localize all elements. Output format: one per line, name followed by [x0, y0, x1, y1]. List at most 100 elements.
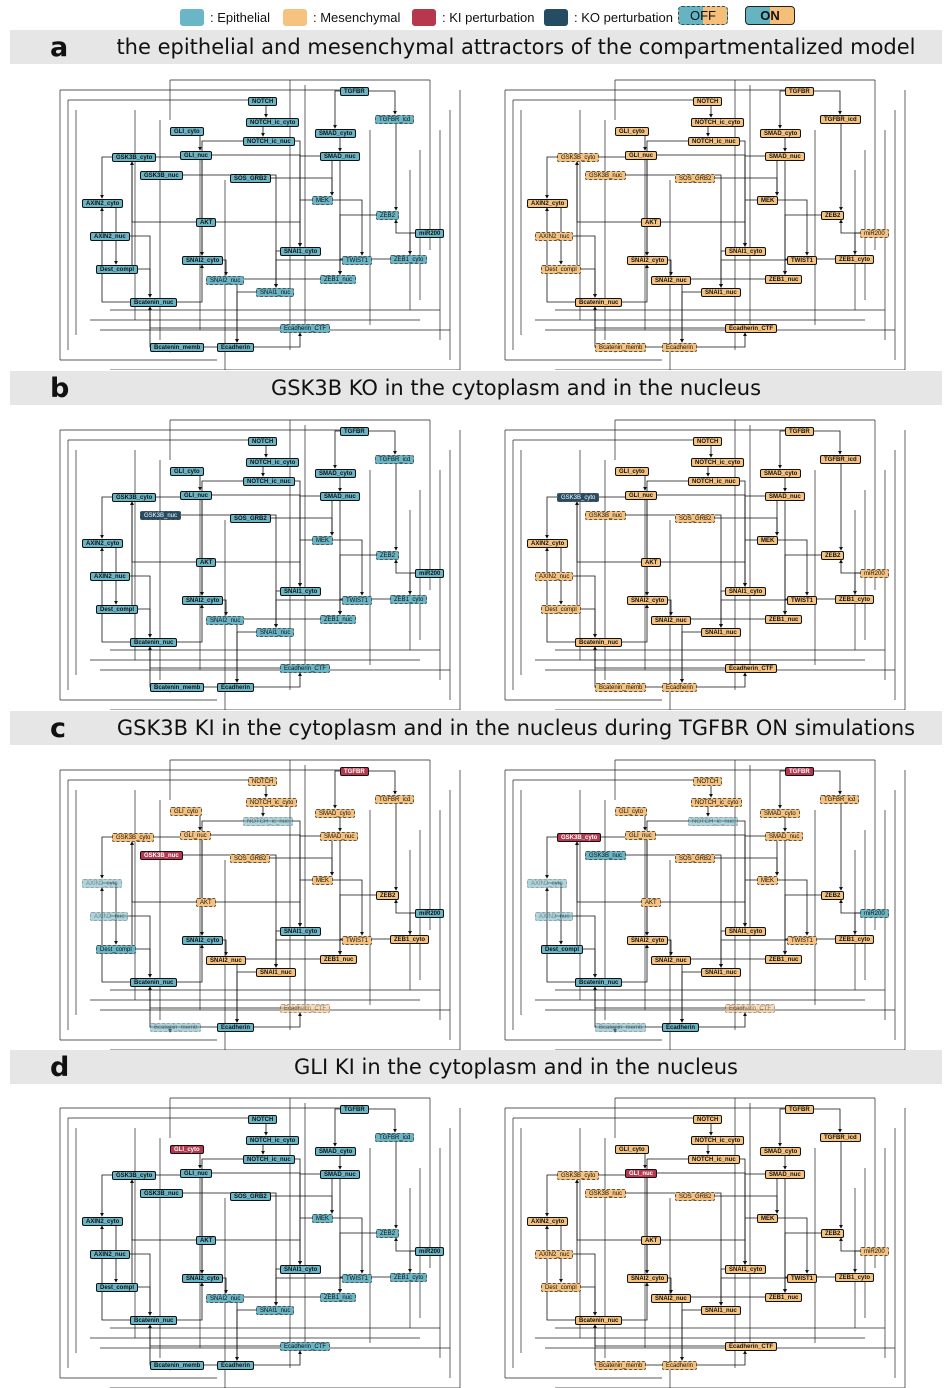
edge-TGFBR_icd-ZEB2 — [394, 118, 398, 211]
node-axin2-cyto: AXIN2_cyto — [82, 1217, 124, 1226]
node-twist1: TWIST1 — [342, 256, 372, 265]
legend-epithelial: : Epithelial — [180, 7, 270, 27]
node-snai1-cyto: SNAI1_cyto — [725, 1265, 767, 1274]
edge-Ecadherin-Ecadherin_CTF — [237, 672, 302, 688]
node-snai1-cyto: SNAI1_cyto — [280, 587, 322, 596]
section-title: GSK3B KI in the cytoplasm and in the nuc… — [116, 716, 916, 740]
edge-AKT-SNAI1_cyto — [216, 221, 302, 247]
node-tgfbr-icd: TGFBR_icd — [820, 1133, 861, 1142]
edge-GLI_nuc-SNAI1_cyto — [645, 1172, 747, 1265]
edge-NOTCH_ic_nuc-SNAI1_cyto — [708, 820, 747, 927]
node-zeb1-nuc: ZEB1_nuc — [320, 955, 358, 964]
edge-GSK3B_nuc-SNAI1_nuc — [160, 174, 278, 288]
node-ecadherin: Ecadherin — [217, 343, 255, 352]
node-akt: AKT — [641, 218, 662, 227]
edge-TWIST1-SNAI1_nuc — [719, 939, 807, 968]
edge-Dest_compl-GSK3B_cyto — [561, 161, 579, 270]
node-axin2-nuc: AXIN2_nuc — [90, 572, 130, 581]
edge-SOS_GRB2-MEK — [250, 857, 334, 876]
edge-Bcatenin_nuc-SNAI2_cyto — [595, 1282, 649, 1321]
legend-ko: : KO perturbation — [544, 7, 673, 27]
node-axin2-nuc: AXIN2_nuc — [535, 912, 574, 921]
node-ecadherin: Ecadherin — [662, 683, 698, 692]
node-gli-nuc: GLI_nuc — [625, 1169, 658, 1178]
edge-GSK3B_cyto-AXIN2_cyto — [100, 1174, 132, 1217]
node-gli-nuc: GLI_nuc — [180, 491, 213, 500]
node-bcatenin-memb: Bcatenin_memb — [595, 683, 647, 692]
section-letter: a — [50, 32, 69, 63]
node-notch: NOTCH — [248, 97, 278, 106]
section-header-a: a the epithelial and mesenchymal attract… — [10, 30, 942, 64]
node-gsk3b-nuc: GSK3B_nuc — [585, 1189, 627, 1198]
node-ecadherin-ctf: Ecadherin_CTF — [280, 1342, 331, 1351]
edge-Dest_compl-GSK3B_cyto — [116, 161, 134, 270]
edge-GSK3B_cyto-AXIN2_cyto — [545, 836, 577, 879]
node-gsk3b-nuc: GSK3B_nuc — [140, 1189, 183, 1198]
section-letter: c — [50, 713, 67, 744]
node-akt: AKT — [196, 218, 217, 227]
node-bcatenin-nuc: Bcatenin_nuc — [130, 1316, 178, 1325]
edge-Bcatenin_nuc-SNAI2_cyto — [150, 264, 204, 303]
node-zeb1-nuc: ZEB1_nuc — [320, 1293, 357, 1302]
node-snai1-nuc: SNAI1_nuc — [701, 628, 741, 637]
edge-GLI_nuc-SNAI1_cyto — [200, 494, 302, 587]
edge-MEK-TWIST1 — [332, 1217, 364, 1274]
edge-TGFBR-TGFBR_icd — [805, 770, 842, 795]
node-axin2-cyto: AXIN2_cyto — [527, 199, 569, 208]
edge-GSK3B_cyto-AXIN2_cyto — [545, 156, 577, 199]
node-snai2-cyto: SNAI2_cyto — [627, 936, 669, 945]
node-tgfbr-icd: TGFBR_icd — [375, 455, 415, 464]
node-snai1-nuc: SNAI1_nuc — [701, 288, 741, 297]
edge-GLI_nuc-SNAI1_cyto — [645, 494, 747, 587]
edge-GSK3B_nuc-SNAI1_nuc — [160, 514, 278, 628]
node-smad-nuc: SMAD_nuc — [765, 492, 805, 501]
node-bcatenin-memb: Bcatenin_memb — [595, 1361, 647, 1370]
node-dest-compl: Dest_compl — [541, 605, 581, 614]
node-snai1-nuc: SNAI1_nuc — [256, 1306, 295, 1315]
edge-Ecadherin_CTF-Bcatenin_nuc — [593, 986, 745, 1009]
edge-Ecadherin_CTF-Bcatenin_nuc — [148, 986, 300, 1009]
node-zeb2: ZEB2 — [376, 891, 400, 900]
node-notch: NOTCH — [693, 97, 723, 106]
node-zeb1-cyto: ZEB1_cyto — [390, 1273, 428, 1282]
node-snai1-nuc: SNAI1_nuc — [256, 968, 296, 977]
node-gsk3b-cyto: GSK3B_cyto — [112, 153, 157, 162]
edge-SOS_GRB2-MEK — [695, 857, 779, 876]
node-gli-nuc: GLI_nuc — [180, 1169, 213, 1178]
node-dest-compl: Dest_compl — [96, 945, 136, 954]
node-notch-ic-cyto: NOTCH_ic_cyto — [246, 1136, 300, 1145]
edge-Ecadherin-Ecadherin_CTF — [237, 332, 302, 348]
node-bcatenin-memb: Bcatenin_memb — [150, 1361, 205, 1370]
node-snai1-nuc: SNAI1_nuc — [256, 288, 295, 297]
edge-SOS_GRB2-MEK — [250, 517, 334, 536]
node-snai2-cyto: SNAI2_cyto — [182, 256, 224, 265]
node-bcatenin-nuc: Bcatenin_nuc — [130, 978, 178, 987]
node-twist1: TWIST1 — [787, 256, 817, 265]
edge-TGFBR_icd-ZEB2 — [839, 1136, 843, 1229]
section-title: the epithelial and mesenchymal attractor… — [116, 35, 916, 59]
node-smad-nuc: SMAD_nuc — [765, 832, 804, 841]
node-twist1: TWIST1 — [787, 596, 817, 605]
edge-AKT-SNAI1_cyto — [661, 901, 747, 927]
node-snai2-nuc: SNAI2_nuc — [651, 1294, 691, 1303]
edge-TWIST1-SNAI1_nuc — [274, 939, 362, 968]
node-zeb1-nuc: ZEB1_nuc — [320, 275, 357, 284]
edge-NOTCH_ic_nuc-SNAI1_cyto — [708, 480, 747, 587]
node-smad-cyto: SMAD_cyto — [315, 469, 357, 478]
node-snai1-cyto: SNAI1_cyto — [725, 927, 767, 936]
node-gli-cyto: GLI_cyto — [170, 127, 204, 136]
node-smad-cyto: SMAD_cyto — [315, 129, 357, 138]
node-notch: NOTCH — [693, 777, 723, 786]
node-axin2-cyto: AXIN2_cyto — [82, 879, 122, 888]
node-zeb1-cyto: ZEB1_cyto — [835, 595, 875, 604]
node-gli-nuc: GLI_nuc — [625, 491, 658, 500]
node-notch-ic-nuc: NOTCH_ic_nuc — [243, 1155, 295, 1164]
node-tgfbr: TGFBR — [340, 87, 369, 96]
node-tgfbr: TGFBR — [785, 87, 814, 96]
edge-SOS_GRB2-MEK — [250, 177, 334, 196]
node-gli-cyto: GLI_cyto — [170, 467, 204, 476]
node-notch: NOTCH — [693, 1115, 723, 1124]
node-gli-nuc: GLI_nuc — [625, 151, 658, 160]
